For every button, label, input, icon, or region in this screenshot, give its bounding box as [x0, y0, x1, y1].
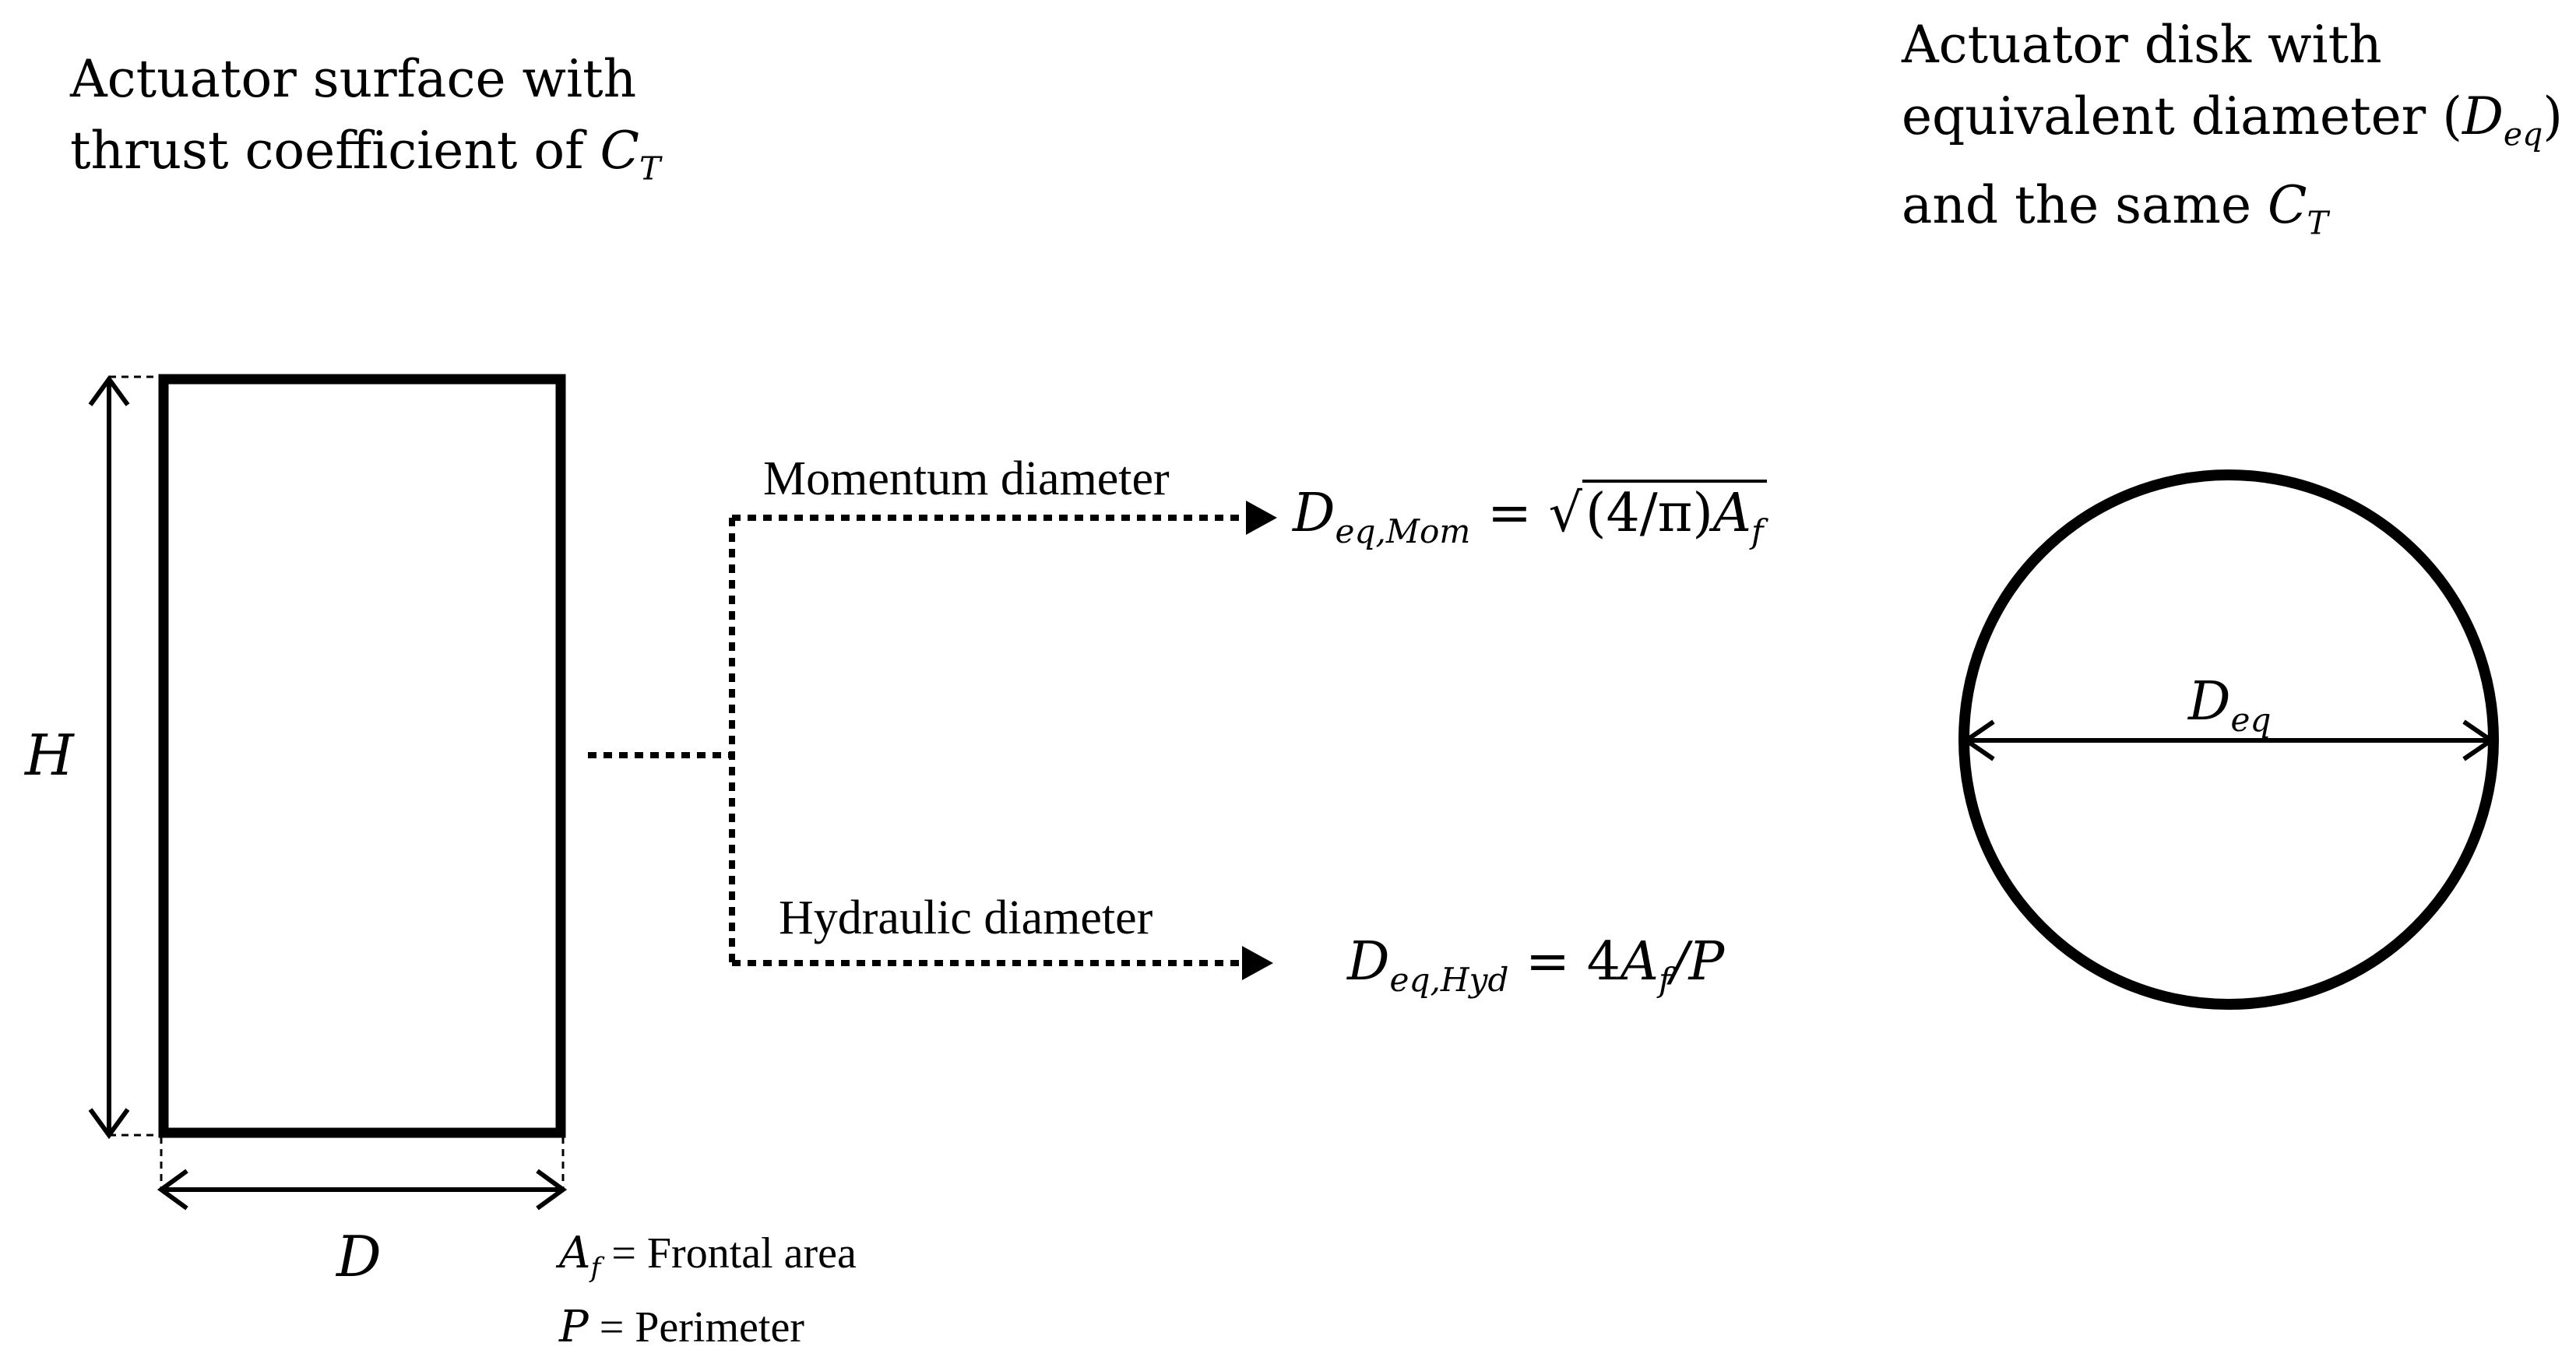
legend-area-text: = Frontal area — [600, 1229, 857, 1278]
legend-perimeter-row: P = Perimeter — [559, 1298, 857, 1357]
actuator-surface-rectangle — [158, 374, 566, 1138]
left-title-line2-prefix: thrust coefficient of — [70, 121, 600, 181]
legend-area-sub: f — [590, 1253, 601, 1285]
diameter-arrowhead-left — [1962, 719, 1995, 761]
momentum-formula: Deq,Mom = √(4/π)Af — [1293, 480, 1767, 550]
sqrt-sign: √ — [1548, 483, 1582, 544]
right-title-line2-prefix: equivalent diameter ( — [1902, 86, 2462, 146]
momentum-area-symbol: A — [1712, 483, 1751, 544]
height-arrowhead-bottom — [88, 1108, 130, 1140]
momentum-formula-symbol: D — [1293, 483, 1336, 544]
hydraulic-formula-symbol: D — [1347, 931, 1390, 993]
legend-perimeter-text: = Perimeter — [588, 1303, 804, 1352]
momentum-area-sub: f — [1751, 512, 1764, 550]
momentum-formula-sub: eq,Mom — [1335, 512, 1471, 550]
right-title-line3-prefix: and the same — [1902, 175, 2268, 236]
width-label: D — [336, 1224, 382, 1289]
hydraulic-area-symbol: A — [1620, 931, 1659, 993]
disk-diameter-sub: eq — [2230, 700, 2272, 739]
right-title-deq-sub: eq — [2503, 115, 2543, 153]
hydraulic-diameter-label: Hydraulic diameter — [779, 891, 1153, 944]
momentum-sqrt-content: (4/π) — [1585, 483, 1713, 544]
momentum-diameter-label: Momentum diameter — [763, 452, 1170, 505]
sqrt-radicand: (4/π)Af — [1582, 480, 1767, 550]
legend: Af = Frontal area P = Perimeter — [559, 1224, 857, 1357]
hydraulic-formula-sub: eq,Hyd — [1389, 960, 1509, 999]
right-title-deq-symbol: D — [2462, 86, 2504, 146]
left-title-line1: Actuator surface with — [70, 49, 637, 109]
right-panel-title: Actuator disk with equivalent diameter (… — [1902, 9, 2563, 259]
momentum-arrowhead — [1246, 501, 1277, 535]
right-title-line3: and the same CT — [1902, 170, 2563, 258]
height-arrowhead-top — [88, 374, 130, 406]
width-arrowhead-right — [536, 1169, 568, 1211]
right-title-ct-sub: T — [2307, 204, 2328, 242]
momentum-formula-equals: = — [1470, 483, 1549, 544]
hydraulic-formula-tail: /P — [1670, 931, 1725, 993]
left-title-line2: thrust coefficient of CT — [70, 115, 660, 204]
hydraulic-arrowhead — [1242, 946, 1273, 980]
disk-diameter-symbol: D — [2188, 671, 2231, 733]
right-title-line2-suffix: ) — [2543, 86, 2564, 146]
hydraulic-formula: Deq,Hyd = 4Af/P — [1347, 931, 1724, 999]
height-label: H — [25, 722, 74, 788]
legend-perimeter-symbol: P — [559, 1302, 589, 1353]
hydraulic-area-sub: f — [1659, 960, 1671, 999]
left-title-ct-sub: T — [639, 149, 661, 188]
right-title-line1: Actuator disk with — [1902, 15, 2382, 75]
diameter-arrowhead-right — [2462, 719, 2496, 761]
hydraulic-formula-equals: = 4 — [1508, 931, 1621, 993]
disk-diameter-label: Deq — [2188, 671, 2271, 739]
width-arrowhead-left — [157, 1169, 188, 1211]
right-title-ct-symbol: C — [2268, 175, 2307, 236]
right-title-line2: equivalent diameter (Deq) — [1902, 81, 2563, 170]
left-panel-title: Actuator surface with thrust coefficient… — [70, 44, 660, 204]
legend-area-row: Af = Frontal area — [559, 1224, 857, 1298]
legend-area-symbol: A — [559, 1228, 591, 1278]
left-title-ct-symbol: C — [600, 121, 640, 181]
